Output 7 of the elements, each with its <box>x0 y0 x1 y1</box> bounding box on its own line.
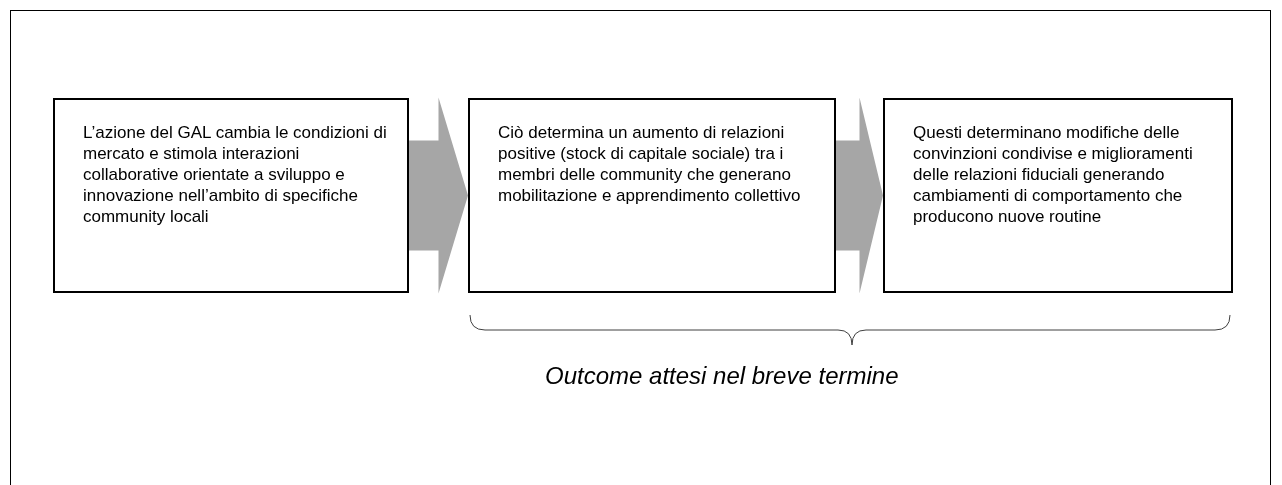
brace-caption: Outcome attesi nel breve termine <box>545 362 899 390</box>
box-text: L’azione del GAL cambia le condizioni di mercato e stimola interazioni collaborative orientate a sviluppo e innovazione nell’ambito di specifiche community locali <box>83 122 387 227</box>
box-text: Questi determinano modifiche delle convinzioni condivise e miglioramenti delle relazioni fiduciali generando cambiamenti di comportamento che producono nuove routine <box>913 122 1194 227</box>
process-box <box>883 98 1233 293</box>
process-box <box>53 98 409 293</box>
box-text: Ciò determina un aumento di relazioni positive (stock di capitale sociale) tra i membri delle community che generano mobilitazione e apprendimento collettivo <box>498 122 802 206</box>
process-box <box>468 98 836 293</box>
